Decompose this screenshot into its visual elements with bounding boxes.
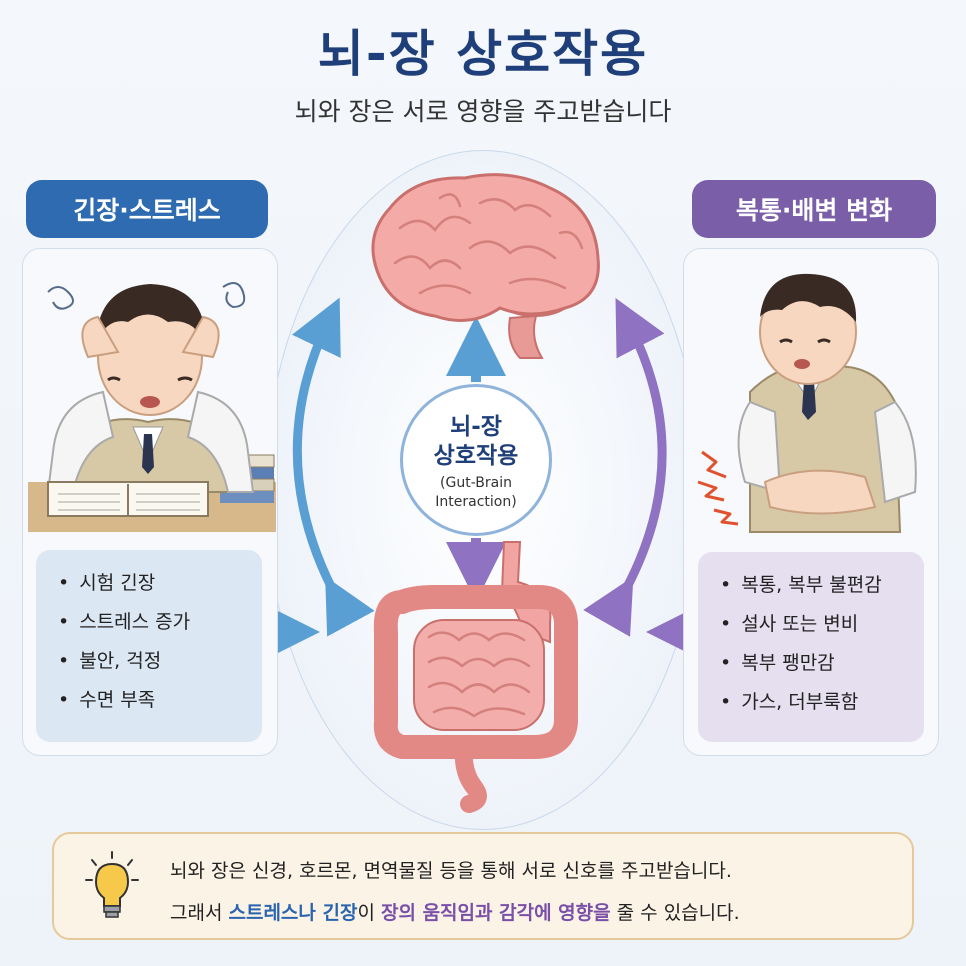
center-english-line2: Interaction) (435, 494, 517, 510)
list-item: 복통, 복부 불편감 (720, 566, 924, 605)
left-header-label: 긴장·스트레스 (26, 180, 268, 238)
right-arc-arrow (583, 298, 667, 637)
stomachache-student-icon (697, 273, 917, 533)
tip-text-line1: 뇌와 장은 신경, 호르몬, 면역물질 등을 통해 서로 신호를 주고받습니다. (170, 860, 732, 882)
list-item: 스트레스 증가 (58, 603, 262, 642)
center-title-line1: 뇌-장 (450, 414, 502, 440)
list-item: 수면 부족 (58, 681, 262, 720)
list-item: 시험 긴장 (58, 564, 262, 603)
list-item: 불안, 걱정 (58, 642, 262, 681)
center-english-line1: (Gut-Brain (440, 475, 512, 491)
list-item: 가스, 더부룩함 (720, 683, 924, 722)
center-circle: 뇌-장 상호작용 (Gut-Brain Interaction) (400, 384, 552, 536)
tip-highlight-stress: 스트레스나 긴장 (228, 902, 358, 924)
right-header-label: 복통·배변 변화 (692, 180, 936, 238)
list-item: 설사 또는 변비 (720, 605, 924, 644)
brain-icon (371, 173, 600, 359)
page-title: 뇌-장 상호작용 (317, 25, 649, 83)
tip-highlight-gut: 장의 움직임과 감각에 영향을 (381, 902, 611, 924)
lightbulb-icon (85, 851, 139, 918)
tip-text: 줄 수 있습니다. (610, 902, 740, 924)
page-subtitle: 뇌와 장은 서로 영향을 주고받습니다 (294, 97, 672, 126)
tip-text: 이 (357, 902, 381, 924)
right-symptom-list: 복통, 복부 불편감 설사 또는 변비 복부 팽만감 가스, 더부룩함 (698, 552, 924, 742)
left-symptom-list: 시험 긴장 스트레스 증가 불안, 걱정 수면 부족 (36, 550, 262, 742)
list-item: 복부 팽만감 (720, 644, 924, 683)
tip-box (52, 832, 914, 940)
left-arc-arrow (291, 297, 375, 637)
tip-text: 그래서 (170, 902, 229, 924)
intestine-icon (373, 541, 578, 813)
stressed-student-icon (28, 282, 276, 532)
center-title-line2: 상호작용 (433, 443, 519, 469)
tip-text-line2: 그래서 스트레스나 긴장이 장의 움직임과 감각에 영향을 줄 수 있습니다. (170, 898, 740, 925)
